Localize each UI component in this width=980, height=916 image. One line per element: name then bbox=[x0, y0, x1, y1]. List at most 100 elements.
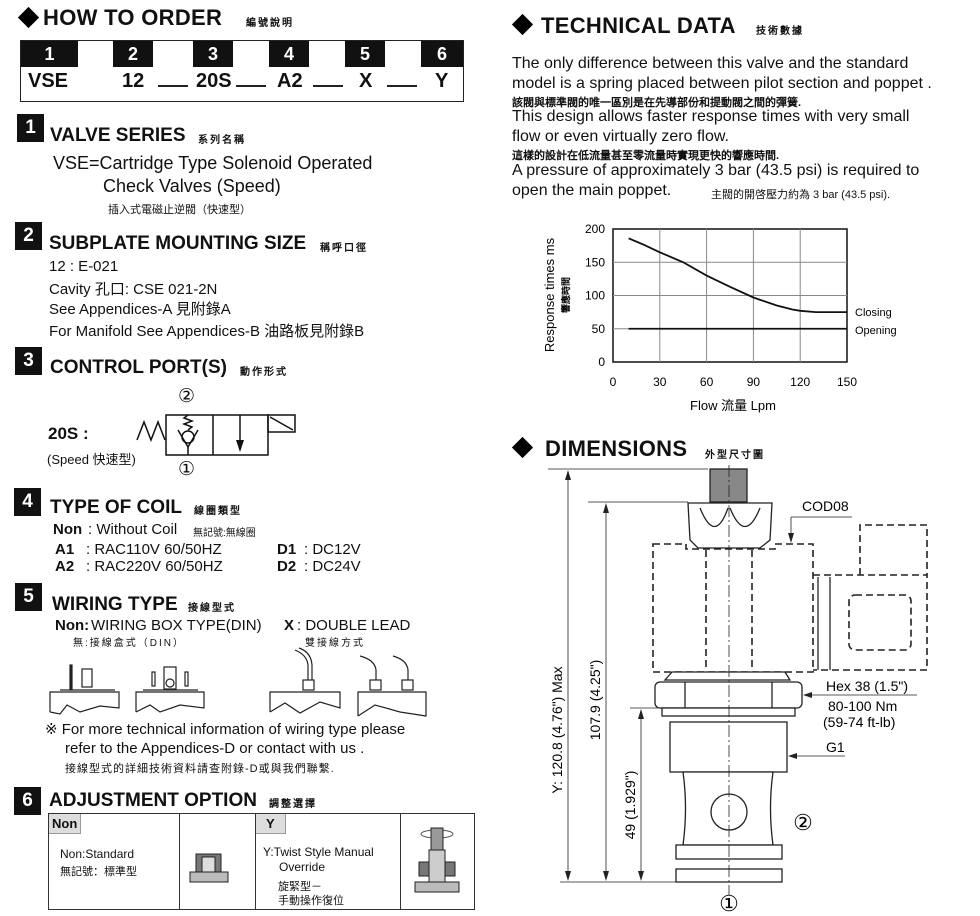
order-pos-1: 1 bbox=[21, 41, 78, 67]
wiring-non-zh: 無:接線盒式（DIN） bbox=[73, 638, 185, 649]
order-value-coil: A2 bbox=[277, 70, 303, 92]
coil-code-d1: D1 bbox=[277, 541, 297, 558]
adjustment-title-zh: 調整選擇 bbox=[269, 799, 317, 810]
x-axis-label: Flow 流量 Lpm bbox=[690, 398, 776, 413]
separator bbox=[236, 85, 266, 87]
control-port-desc: (Speed 快速型) bbox=[47, 452, 136, 467]
din-connector-icon bbox=[49, 664, 120, 715]
option-y-image bbox=[401, 814, 474, 909]
valve-series-line1: VSE=Cartridge Type Solenoid Operated bbox=[53, 153, 373, 173]
thread-label: G1 bbox=[826, 739, 845, 755]
wiring-non-desc: WIRING BOX TYPE(DIN) bbox=[91, 617, 262, 634]
valve-series-line2: Check Valves (Speed) bbox=[103, 176, 281, 196]
y-axis-label: Response times ms bbox=[542, 237, 557, 352]
separator bbox=[313, 85, 343, 87]
torque-ft-label: (59-74 ft-lb) bbox=[823, 714, 895, 730]
option-y-cell: Y Y:Twist Style Manual Override 旋緊型－ 手動操… bbox=[256, 814, 401, 909]
adjustment-title: ADJUSTMENT OPTION bbox=[49, 790, 257, 811]
diamond-bullet-icon bbox=[511, 13, 534, 36]
x-tick-label: 90 bbox=[747, 375, 761, 389]
order-pos-3: 3 bbox=[193, 41, 233, 67]
section-number-3: 3 bbox=[15, 347, 42, 375]
torque-label: 80-100 Nm bbox=[828, 698, 897, 714]
wiring-x-desc: : DOUBLE LEAD bbox=[297, 617, 411, 634]
coil-code-a1: A1 bbox=[55, 541, 75, 558]
y-tick-label: 200 bbox=[585, 222, 605, 236]
valve-series-zh: 插入式電磁止逆閥（快速型） bbox=[108, 204, 251, 216]
order-pos-2: 2 bbox=[113, 41, 153, 67]
technical-line: A pressure of approximately 3 bar (43.5 … bbox=[512, 162, 920, 179]
option-y-zh2: 手動操作復位 bbox=[278, 895, 344, 907]
y-tick-label: 150 bbox=[585, 255, 605, 269]
technical-line: The only difference between this valve a… bbox=[512, 55, 909, 72]
option-y-tag: Y bbox=[256, 814, 286, 834]
port-2-label: ② bbox=[793, 810, 813, 835]
coil-non-code: Non bbox=[53, 521, 83, 538]
valve-series-title: VALVE SERIES bbox=[50, 125, 186, 146]
y-tick-label: 100 bbox=[585, 289, 605, 303]
order-value-port: 20S bbox=[196, 70, 232, 92]
coil-desc-d2: : DC24V bbox=[304, 558, 361, 575]
separator bbox=[387, 85, 417, 87]
technical-line: open the main poppet. bbox=[512, 182, 672, 199]
order-pos-4: 4 bbox=[269, 41, 309, 67]
diamond-bullet-icon bbox=[17, 6, 40, 29]
option-non-cell: Non Non:Standard 無記號：標準型 bbox=[49, 814, 180, 909]
coil-code-d2: D2 bbox=[277, 558, 297, 575]
x-tick-label: 30 bbox=[653, 375, 667, 389]
technical-line: model is a spring placed between pilot s… bbox=[512, 75, 932, 92]
order-value-adjust: Y bbox=[435, 70, 449, 92]
double-lead-connector-icon bbox=[357, 655, 427, 717]
coil-title: TYPE OF COIL bbox=[50, 497, 182, 518]
option-non-zh: 無記號：標準型 bbox=[60, 866, 137, 878]
coil-non-desc: : Without Coil bbox=[88, 521, 178, 538]
option-y-desc2: Override bbox=[279, 860, 326, 874]
valve-dimension-drawing: COD08 Hex 38 (1.5") 80-100 Nm (59-74 ft-… bbox=[548, 465, 928, 916]
wiring-non-code: Non: bbox=[55, 617, 90, 634]
coil-code-a2: A2 bbox=[55, 558, 75, 575]
option-y-desc: Y:Twist Style Manual bbox=[263, 845, 374, 859]
option-y-zh: 旋緊型－ bbox=[278, 881, 322, 893]
knurled-knob bbox=[709, 468, 748, 503]
separator bbox=[158, 85, 188, 87]
order-pos-5: 5 bbox=[345, 41, 385, 67]
valve-series-title-zh: 系列名稱 bbox=[198, 135, 246, 146]
technical-data-title-zh: 技術數據 bbox=[756, 26, 804, 37]
technical-data-title: TECHNICAL DATA bbox=[541, 13, 736, 38]
technical-line-zh: 該閥與標準閥的唯一區別是在先導部份和提動閥之間的彈簧. bbox=[512, 97, 802, 109]
technical-line: flow or even virtually zero flow. bbox=[512, 128, 729, 145]
x-tick-label: 150 bbox=[837, 375, 857, 389]
y-tick-label: 0 bbox=[598, 355, 605, 369]
option-non-image bbox=[180, 814, 256, 909]
wiring-title-zh: 接線型式 bbox=[188, 603, 236, 614]
subplate-title-zh: 稱呼口徑 bbox=[320, 243, 368, 254]
coil-desc-a1: : RAC110V 60/50HZ bbox=[86, 541, 222, 558]
valve-symbol-icon bbox=[136, 414, 296, 456]
wiring-note-line1: ※ For more technical information of wiri… bbox=[45, 721, 406, 738]
series-line-closing bbox=[628, 237, 847, 314]
hex-label: Hex 38 (1.5") bbox=[826, 678, 908, 694]
legend-closing: Closing bbox=[855, 307, 892, 319]
order-code-table: 1 2 3 4 5 6 VSE 12 20S A2 X Y bbox=[20, 40, 464, 102]
wiring-note-line2: refer to the Appendices-D or contact wit… bbox=[65, 740, 365, 757]
coil-title-zh: 線圈類型 bbox=[194, 506, 242, 517]
body-height-label: 107.9 (4.25") bbox=[587, 660, 603, 740]
coil-non-zh: 無記號:無線圈 bbox=[193, 528, 256, 539]
x-tick-label: 60 bbox=[700, 375, 714, 389]
section-number-2: 2 bbox=[15, 222, 42, 250]
y-axis-label-zh: 響應時間 bbox=[560, 277, 571, 313]
twist-override-icon bbox=[414, 827, 460, 893]
coil-outline bbox=[652, 524, 928, 673]
order-value-size: 12 bbox=[122, 70, 145, 92]
wiring-title: WIRING TYPE bbox=[52, 594, 178, 615]
subplate-line: 12 : E-021 bbox=[49, 258, 119, 275]
technical-last-zh: 主閥的開啓壓力約為 3 bar (43.5 psi). bbox=[711, 189, 891, 201]
wiring-note-zh: 接線型式的詳細技術資料請查附錄-D或與我們聯繫. bbox=[65, 763, 335, 775]
port-1-label: ① bbox=[719, 891, 739, 916]
section-number-1: 1 bbox=[17, 114, 44, 142]
subplate-line: Cavity 孔口: CSE 021-2N bbox=[49, 281, 218, 298]
y-tick-label: 50 bbox=[592, 322, 606, 336]
order-pos-6: 6 bbox=[421, 41, 463, 67]
coil-desc-d1: : DC12V bbox=[304, 541, 361, 558]
